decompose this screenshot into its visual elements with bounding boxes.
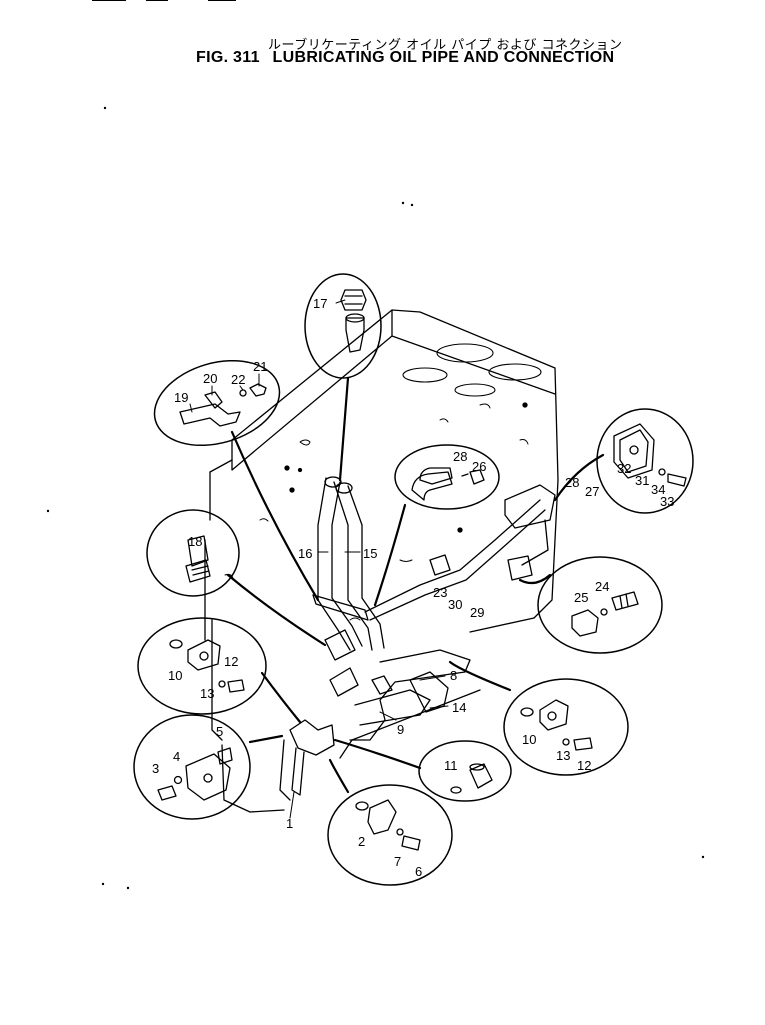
callout-19: 19 — [174, 390, 188, 405]
callout-2: 2 — [358, 834, 365, 849]
header: ルーブリケーティング オイル パイプ および コネクション FIG. 311 L… — [0, 0, 765, 80]
callout-1: 1 — [286, 816, 293, 831]
callout-24: 24 — [595, 579, 609, 594]
part-10-13-left — [169, 639, 245, 693]
figure-number: FIG. 311 — [196, 49, 260, 66]
scan-mark — [146, 0, 168, 1]
callout-31: 31 — [635, 473, 649, 488]
detail-bubble-2-7 — [327, 784, 453, 886]
detail-bubble-3-5 — [133, 714, 251, 820]
callout-13: 13 — [200, 686, 214, 701]
callout-13b: 13 — [556, 748, 570, 763]
oil-pipe-assembly — [312, 476, 546, 697]
callout-leaders — [189, 299, 449, 819]
callout-5: 5 — [216, 724, 223, 739]
detail-bubbles — [133, 273, 694, 886]
callout-3: 3 — [152, 761, 159, 776]
detail-bubble-10-13-left — [137, 617, 267, 715]
callout-6: 6 — [415, 864, 422, 879]
callout-22: 22 — [231, 372, 245, 387]
callout-29: 29 — [470, 605, 484, 620]
part-17-fitting — [340, 289, 367, 353]
detail-bubble-24-25 — [537, 556, 663, 654]
callout-28b: 28 — [565, 475, 579, 490]
callout-18: 18 — [188, 534, 202, 549]
part-19-22-clip — [179, 383, 267, 427]
callout-11: 11 — [444, 758, 458, 773]
callout-23: 23 — [433, 585, 447, 600]
detail-bubble-31-34 — [596, 408, 694, 514]
part-10-13-right — [520, 699, 593, 751]
callout-27: 27 — [585, 484, 599, 499]
part-24-25-plug — [571, 591, 639, 637]
callout-34: 34 — [651, 482, 665, 497]
callout-14: 14 — [452, 700, 466, 715]
detail-bubble-17 — [304, 273, 382, 379]
engine-block — [204, 309, 559, 813]
scan-mark — [92, 0, 126, 1]
callout-12b: 12 — [577, 758, 591, 773]
leader-lines — [226, 376, 605, 794]
figure-title-english: LUBRICATING OIL PIPE AND CONNECTION — [272, 49, 615, 66]
callout-33: 33 — [660, 494, 674, 509]
callout-15: 15 — [363, 546, 377, 561]
scan-specks — [46, 106, 705, 890]
callout-10b: 10 — [522, 732, 536, 747]
callout-numbers: 1 2 3 4 5 6 7 8 9 10 10 11 12 12 13 13 1… — [152, 296, 674, 879]
callout-28: 28 — [453, 449, 467, 464]
figure-title: FIG. 311 LUBRICATING OIL PIPE AND CONNEC… — [196, 49, 622, 67]
callout-26: 26 — [472, 459, 486, 474]
callout-10: 10 — [168, 668, 182, 683]
part-11-sleeve — [450, 763, 493, 794]
lower-bracket-assembly — [279, 649, 471, 801]
right-pipe-assembly — [419, 467, 556, 581]
callout-9: 9 — [397, 722, 404, 737]
callout-21: 21 — [253, 359, 267, 374]
title-japanese: ルーブリケーティング オイル パイプ および コネクション — [268, 38, 623, 53]
part-31-34-cover — [613, 423, 687, 487]
callout-17: 17 — [313, 296, 327, 311]
part-26-28-elbow — [411, 469, 485, 501]
detail-bubble-19-22 — [153, 359, 281, 447]
callout-7: 7 — [394, 854, 401, 869]
callout-25: 25 — [574, 590, 588, 605]
callout-30: 30 — [448, 597, 462, 612]
callout-16: 16 — [298, 546, 312, 561]
part-18-adapter — [185, 535, 211, 583]
callout-12: 12 — [224, 654, 238, 669]
part-2-7-connector — [355, 799, 421, 851]
callout-8: 8 — [450, 668, 457, 683]
detail-bubble-26-28 — [394, 444, 500, 510]
callout-20: 20 — [203, 371, 217, 386]
part-3-5-flange — [157, 747, 233, 801]
detail-bubble-18 — [146, 509, 240, 597]
scan-mark — [208, 0, 236, 1]
detail-bubble-10-13-right — [503, 678, 629, 776]
detail-bubble-11 — [418, 740, 512, 802]
callout-32: 32 — [617, 461, 631, 476]
callout-4: 4 — [173, 749, 180, 764]
